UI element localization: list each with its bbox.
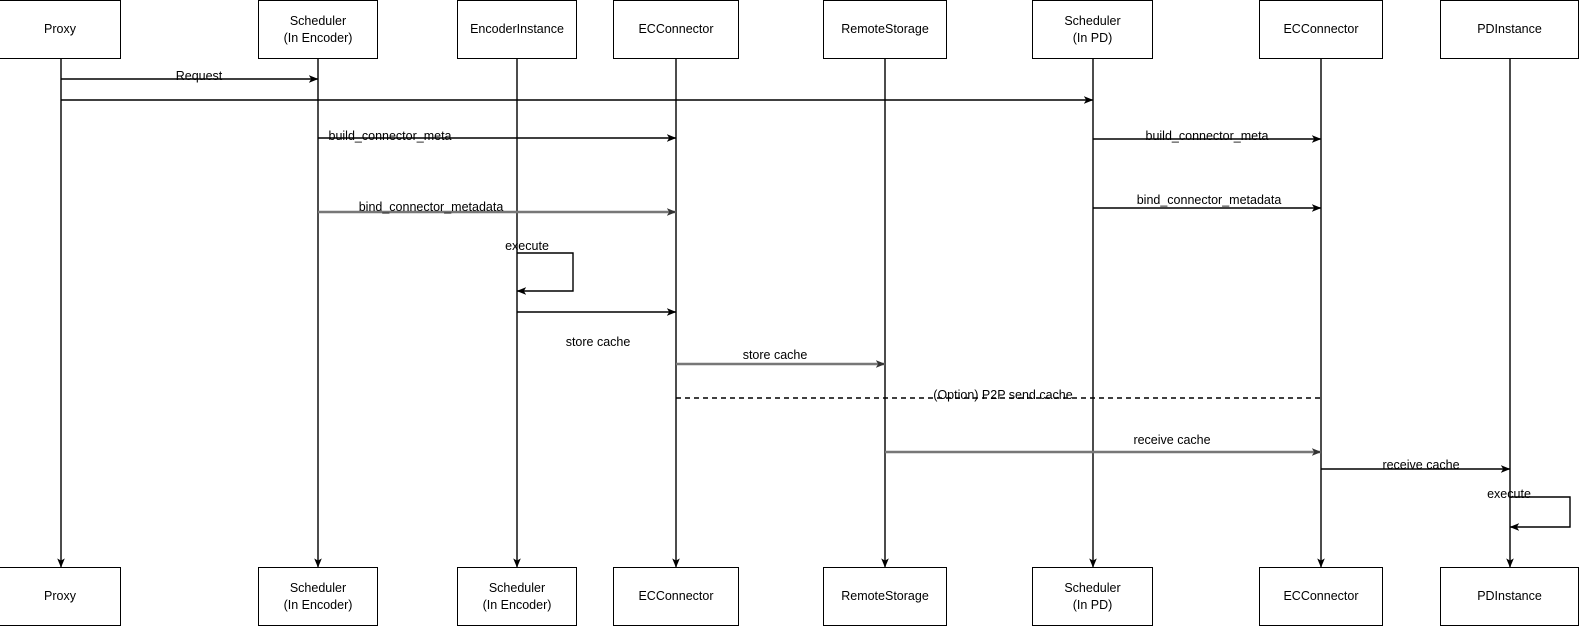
participant-box-bottom-ecc_left[interactable]: ECConnector xyxy=(613,567,739,626)
message-label-m4: build_connector_meta xyxy=(1145,129,1269,143)
participant-box-top-ecc_right[interactable]: ECConnector xyxy=(1259,0,1383,59)
participant-box-bottom-sched_pd[interactable]: Scheduler (In PD) xyxy=(1032,567,1153,626)
participant-box-bottom-pd_inst[interactable]: PDInstance xyxy=(1440,567,1579,626)
participant-label: ECConnector xyxy=(1283,589,1359,604)
participant-box-top-encoder_inst[interactable]: EncoderInstance xyxy=(457,0,577,59)
participant-label: RemoteStorage xyxy=(841,589,929,604)
message-label-m7: store cache xyxy=(565,335,631,349)
participant-label: EncoderInstance xyxy=(470,22,564,37)
participant-label: Proxy xyxy=(44,22,76,37)
participant-label: Scheduler (In PD) xyxy=(1064,14,1121,45)
participant-label: RemoteStorage xyxy=(841,22,929,37)
participant-label: Scheduler (In PD) xyxy=(1064,581,1121,612)
participant-box-top-ecc_left[interactable]: ECConnector xyxy=(613,0,739,59)
participant-box-bottom-sched_enc[interactable]: Scheduler (In Encoder) xyxy=(258,567,378,626)
message-label-m11: receive cache xyxy=(1382,458,1460,472)
participant-box-top-sched_pd[interactable]: Scheduler (In PD) xyxy=(1032,0,1153,59)
participant-label: Scheduler (In Encoder) xyxy=(283,581,353,612)
message-label-m1: Request xyxy=(175,69,223,83)
participant-box-bottom-ecc_right[interactable]: ECConnector xyxy=(1259,567,1383,626)
self-message-s1 xyxy=(516,252,574,295)
participant-label: Scheduler (In Encoder) xyxy=(482,581,552,612)
participant-label: Scheduler (In Encoder) xyxy=(283,14,353,45)
message-label-m5: bind_connector_metadata xyxy=(358,200,504,214)
self-message-label-s1: execute xyxy=(505,239,549,253)
participant-box-top-proxy[interactable]: Proxy xyxy=(0,0,121,59)
participant-box-top-pd_inst[interactable]: PDInstance xyxy=(1440,0,1579,59)
participant-label: PDInstance xyxy=(1477,22,1542,37)
participant-label: ECConnector xyxy=(638,589,714,604)
participant-box-top-remote[interactable]: RemoteStorage xyxy=(823,0,947,59)
participant-box-bottom-proxy[interactable]: Proxy xyxy=(0,567,121,626)
message-label-m6: bind_connector_metadata xyxy=(1136,193,1282,207)
message-label-m10: receive cache xyxy=(1133,433,1211,447)
message-label-m9: (Option) P2P send cache xyxy=(933,388,1073,402)
participant-box-top-sched_enc[interactable]: Scheduler (In Encoder) xyxy=(258,0,378,59)
participant-label: PDInstance xyxy=(1477,589,1542,604)
self-message-label-s2: execute xyxy=(1487,487,1531,501)
participant-box-bottom-encoder_inst[interactable]: Scheduler (In Encoder) xyxy=(457,567,577,626)
self-message-s2 xyxy=(1509,496,1571,531)
message-label-m3: build_connector_meta xyxy=(328,129,452,143)
participant-label: ECConnector xyxy=(1283,22,1359,37)
participant-label: Proxy xyxy=(44,589,76,604)
participant-label: ECConnector xyxy=(638,22,714,37)
message-label-m8: store cache xyxy=(742,348,808,362)
participant-box-bottom-remote[interactable]: RemoteStorage xyxy=(823,567,947,626)
